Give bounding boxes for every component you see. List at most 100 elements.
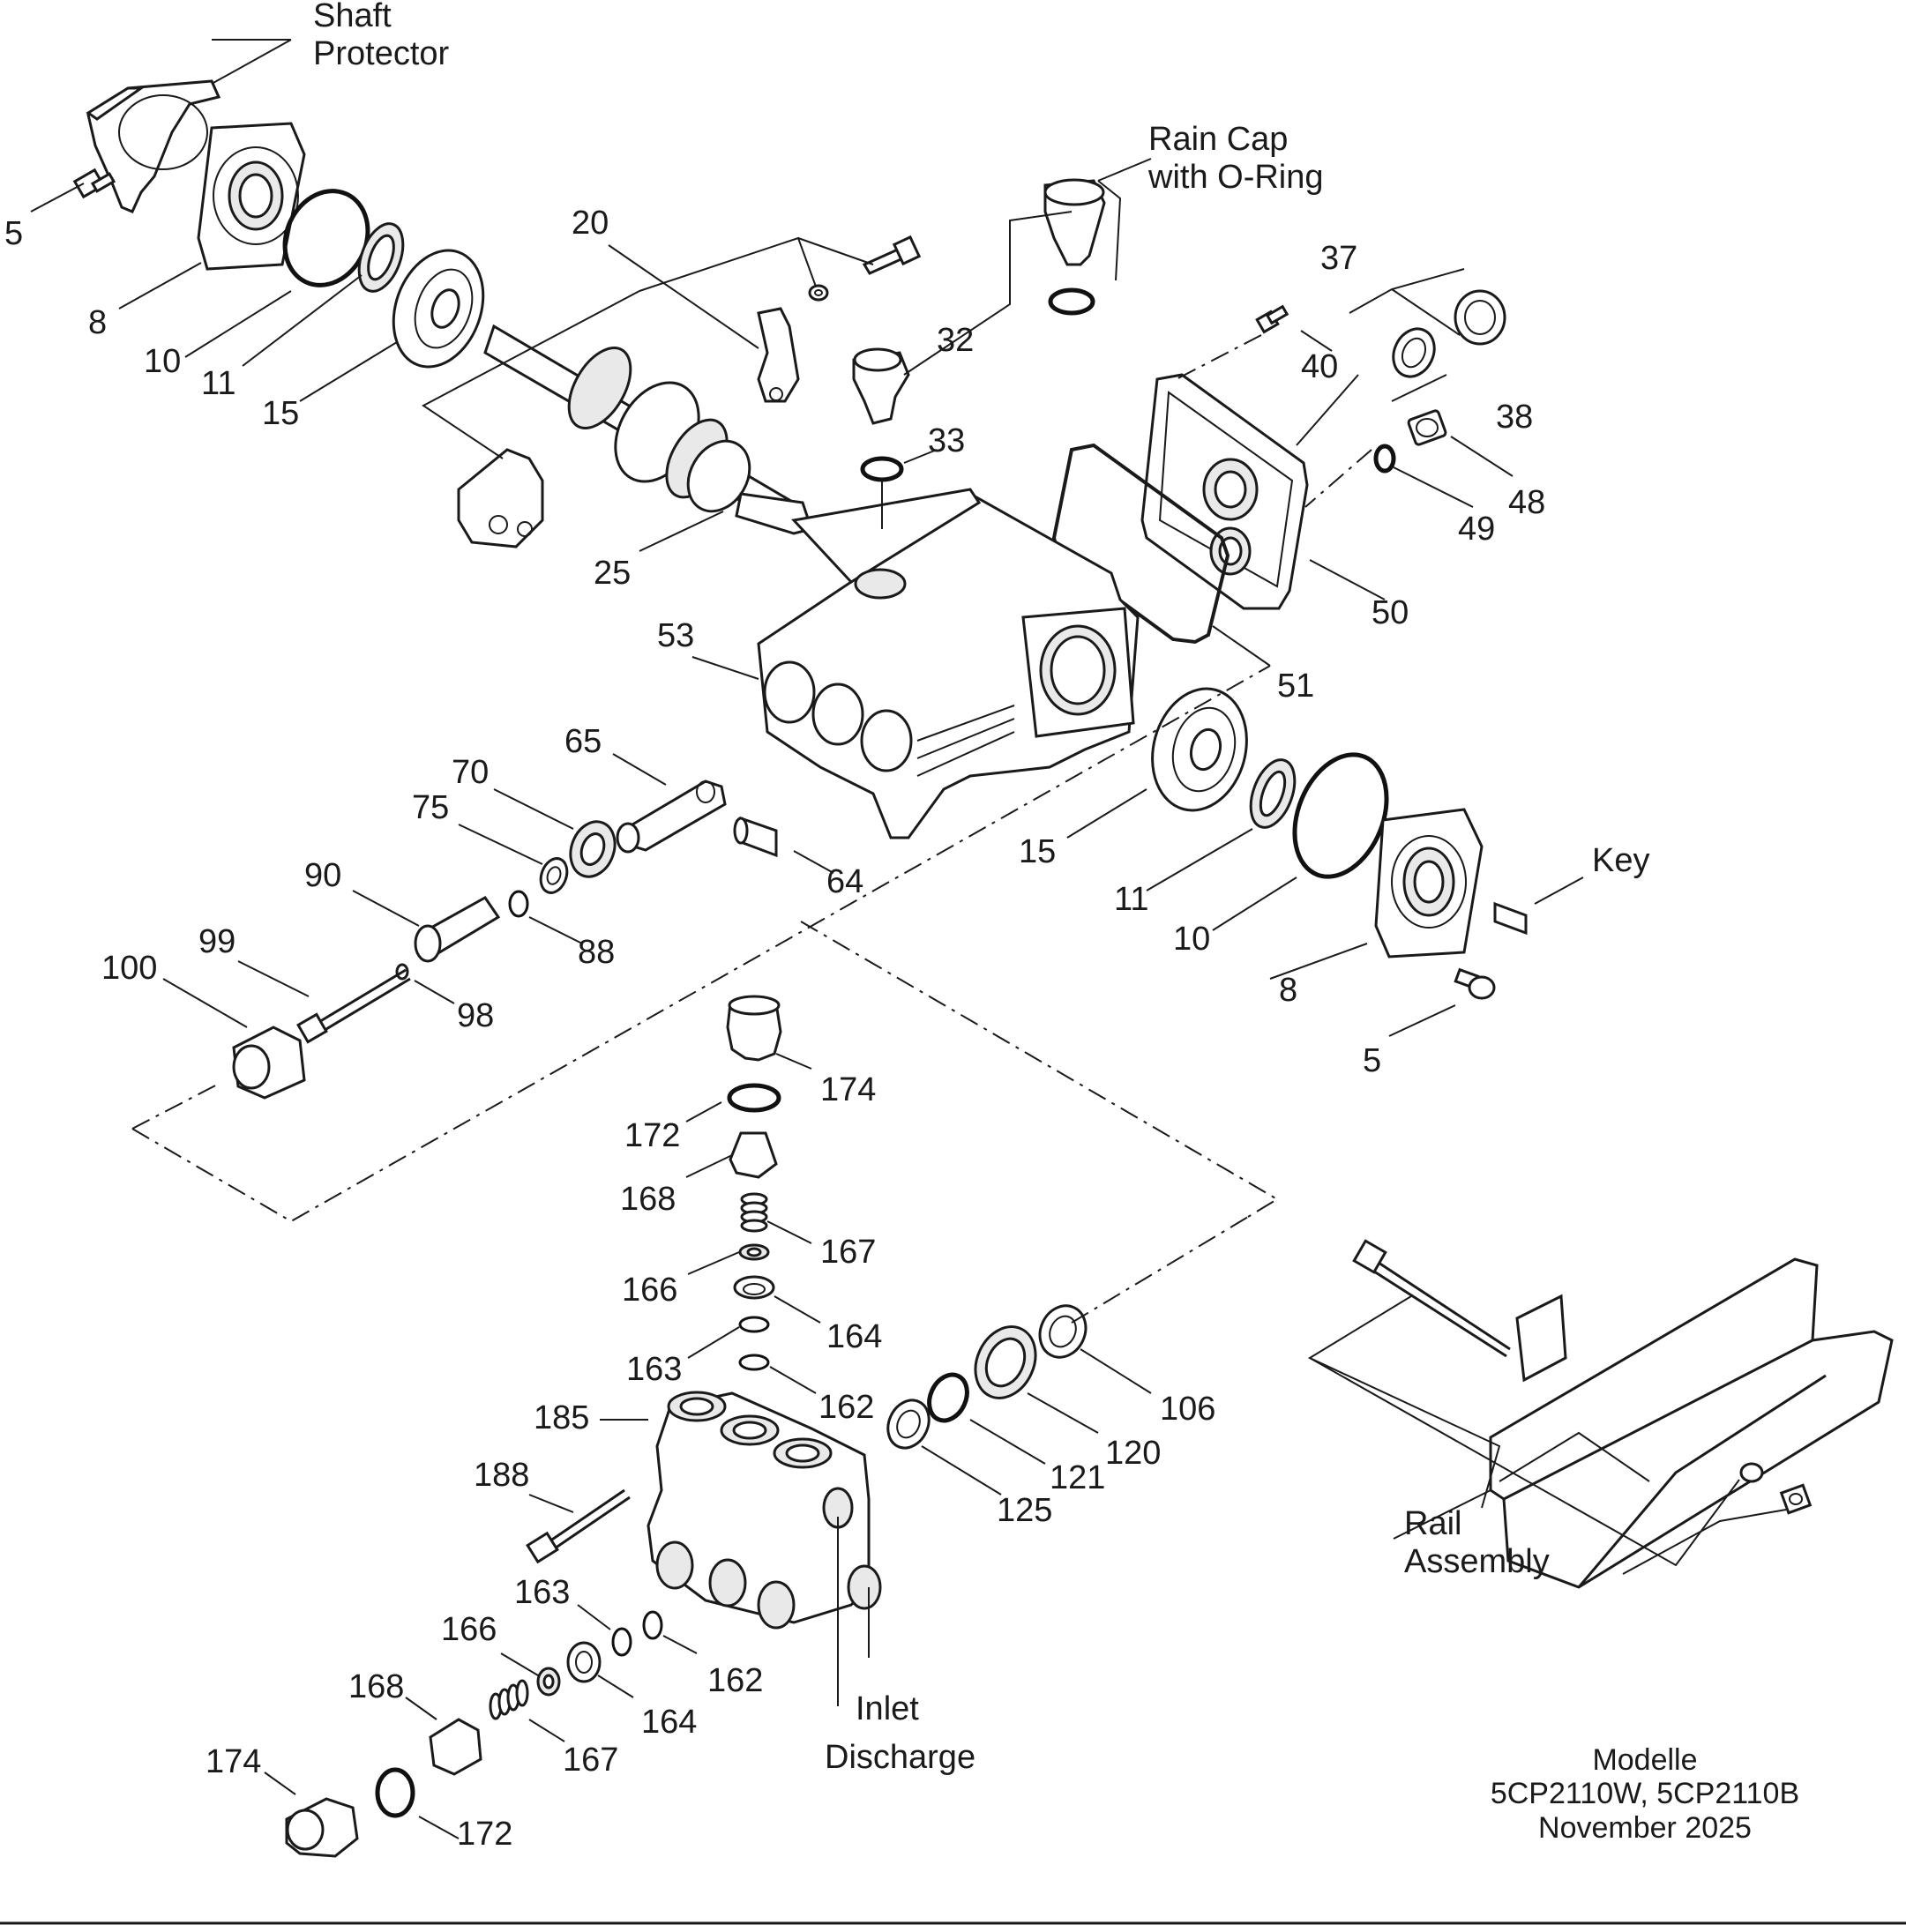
- part-number-65: 65: [564, 723, 602, 760]
- part-number-162-top: 162: [818, 1389, 874, 1426]
- part-number-163-top: 163: [626, 1351, 682, 1388]
- wrist-pin-64-part: [733, 816, 778, 858]
- part-number-48: 48: [1508, 484, 1545, 521]
- part-number-53: 53: [657, 617, 694, 654]
- model-label: Modelle: [1592, 1743, 1697, 1777]
- rail-washer-part: [1739, 1462, 1764, 1483]
- part-number-172-bottom: 172: [457, 1816, 512, 1853]
- o-ring-162-bottom-part: [642, 1610, 663, 1640]
- ring-88-part: [508, 890, 529, 918]
- part-number-8-right: 8: [1279, 972, 1297, 1009]
- part-number-188: 188: [474, 1457, 529, 1494]
- plunger-rod-65-part: [616, 780, 727, 854]
- callout-rail-assembly-line2: Assembly: [1404, 1543, 1550, 1580]
- part-number-100: 100: [101, 950, 157, 987]
- plunger-bolt-99-part: [296, 968, 411, 1044]
- part-number-174-bottom: 174: [206, 1743, 261, 1780]
- o-ring-10-right-part: [1292, 752, 1389, 879]
- valve-seat-168-bottom-part: [429, 1718, 482, 1776]
- bearing-15-right-part: [1151, 687, 1248, 812]
- valve-166-top-part: [738, 1243, 770, 1261]
- part-number-75: 75: [412, 789, 449, 826]
- o-ring-121-part: [927, 1372, 969, 1423]
- part-number-120: 120: [1105, 1435, 1161, 1472]
- part-number-10-top: 10: [144, 343, 181, 380]
- valve-plug-174-bottom-part: [285, 1797, 359, 1858]
- callout-rain-cap-line1: Rain Cap: [1148, 121, 1288, 158]
- valve-seat-168-top-part: [729, 1131, 778, 1179]
- callout-rain-cap-line2: with O-Ring: [1147, 159, 1324, 196]
- part-number-10-right: 10: [1173, 921, 1210, 958]
- valve-plug-174-top-part: [726, 995, 782, 1062]
- callout-rail-assembly-line1: Rail: [1404, 1505, 1461, 1542]
- part-number-88: 88: [578, 934, 615, 971]
- o-ring-163-bottom-part: [611, 1627, 632, 1657]
- part-number-15-top: 15: [262, 395, 299, 432]
- key-part: [1493, 901, 1528, 936]
- part-number-125: 125: [997, 1492, 1052, 1529]
- screw-40-part: [1255, 304, 1289, 334]
- washer-75-part: [539, 857, 569, 894]
- bearing-15-top-part: [392, 249, 485, 369]
- o-ring-172-top-part: [727, 1083, 781, 1113]
- model-numbers: 5CP2110W, 5CP2110B: [1491, 1777, 1799, 1810]
- oil-seal-11-top-part: [357, 222, 405, 293]
- rail-assembly-part: [1489, 1257, 1894, 1589]
- manifold-bolt-188-part: [526, 1488, 631, 1564]
- part-number-15-right: 15: [1019, 833, 1056, 870]
- part-number-164-top: 164: [826, 1318, 882, 1355]
- part-number-37: 37: [1320, 240, 1357, 277]
- plunger-90-part: [414, 896, 501, 963]
- seal-106-part: [1038, 1304, 1088, 1359]
- valve-spring-167-top-part: [740, 1192, 768, 1233]
- part-number-90: 90: [304, 857, 341, 894]
- rail-bolt-part: [1352, 1239, 1511, 1358]
- part-number-162-bottom: 162: [707, 1662, 763, 1699]
- bearing-cover-8-top-part: [197, 122, 306, 271]
- part-number-8-top: 8: [88, 304, 107, 341]
- washer-20-part: [808, 284, 829, 302]
- part-number-5-right: 5: [1363, 1042, 1381, 1079]
- callout-shaft-protector-line2: Protector: [313, 35, 450, 72]
- part-number-185: 185: [534, 1399, 589, 1436]
- bolt-20-part: [862, 235, 922, 275]
- callout-key: Key: [1592, 842, 1649, 879]
- crankshaft-25-part: [483, 324, 813, 535]
- part-number-99: 99: [198, 923, 235, 960]
- part-number-70: 70: [452, 754, 489, 791]
- part-number-174-top: 174: [820, 1071, 876, 1108]
- seal-125-part: [886, 1399, 931, 1450]
- part-number-11-top: 11: [201, 365, 235, 402]
- rail-nut-part: [1779, 1483, 1813, 1515]
- part-number-172-top: 172: [624, 1117, 680, 1154]
- seal-retainer-70-part: [569, 820, 617, 878]
- part-number-167-top: 167: [820, 1234, 876, 1271]
- part-number-64: 64: [826, 863, 863, 900]
- valve-166-bottom-part: [536, 1667, 561, 1697]
- oil-seal-11-right-part: [1249, 758, 1297, 829]
- leader-lines: [30, 39, 1787, 1839]
- part-number-11-right: 11: [1114, 881, 1148, 918]
- part-number-167-bottom: 167: [563, 1742, 618, 1779]
- seal-case-120-part: [974, 1325, 1037, 1399]
- screw-5-top-part: [72, 168, 116, 199]
- part-number-38: 38: [1496, 399, 1533, 436]
- plug-37-part: [1454, 289, 1506, 346]
- dipstick-cap-32-part: [852, 347, 910, 425]
- rain-cap-o-ring-part: [1048, 287, 1095, 316]
- o-ring-33-part: [860, 456, 904, 482]
- valve-seat-164-top-part: [733, 1275, 775, 1300]
- part-number-32: 32: [937, 322, 974, 359]
- callout-inlet: Inlet: [856, 1690, 919, 1727]
- part-number-163-bottom: 163: [514, 1574, 570, 1611]
- part-number-121: 121: [1050, 1459, 1105, 1496]
- part-number-106: 106: [1160, 1391, 1215, 1428]
- part-number-168-bottom: 168: [348, 1668, 404, 1705]
- part-number-168-top: 168: [620, 1181, 676, 1218]
- part-number-164-bottom: 164: [641, 1704, 697, 1741]
- rain-cap-part: [1043, 178, 1106, 266]
- part-number-98: 98: [457, 997, 494, 1034]
- washer-38-part: [1392, 327, 1436, 378]
- part-number-5-top: 5: [4, 215, 23, 252]
- shaft-protector-part: [86, 79, 221, 213]
